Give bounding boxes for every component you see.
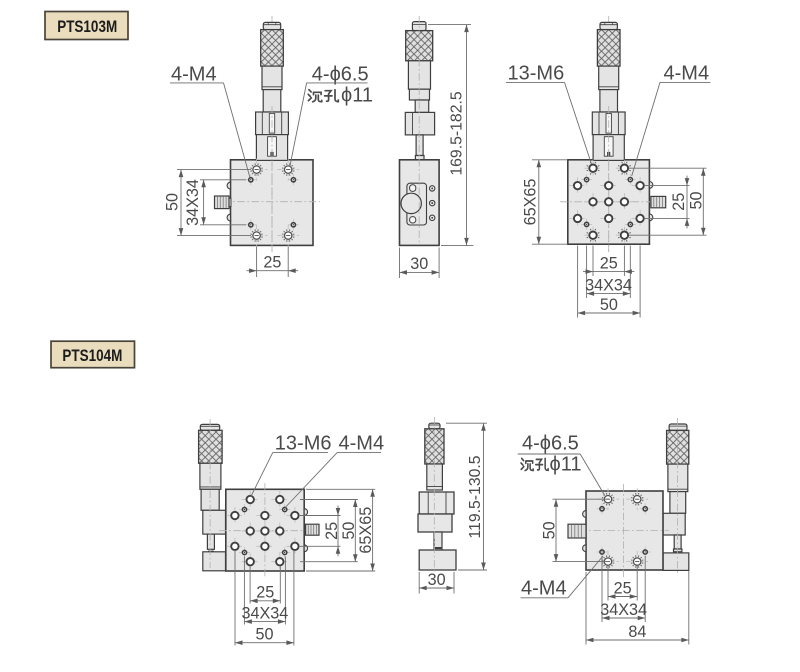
svg-text:34X34: 34X34	[600, 601, 647, 619]
svg-text:25: 25	[670, 193, 688, 211]
svg-text:30: 30	[410, 255, 428, 273]
svg-text:25: 25	[256, 584, 274, 602]
svg-text:4-M4: 4-M4	[339, 433, 385, 455]
svg-text:13-M6: 13-M6	[275, 433, 332, 455]
svg-text:PTS104M: PTS104M	[62, 347, 122, 365]
svg-text:4-ϕ6.5: 4-ϕ6.5	[522, 433, 579, 455]
svg-text:25: 25	[323, 522, 341, 540]
svg-text:25: 25	[614, 579, 632, 597]
svg-text:50: 50	[163, 193, 181, 211]
svg-text:4-M4: 4-M4	[664, 63, 710, 85]
svg-text:4-M4: 4-M4	[521, 578, 567, 600]
svg-text:50: 50	[600, 296, 618, 314]
svg-text:ϕ11: ϕ11	[341, 85, 373, 107]
svg-text:34X34: 34X34	[184, 179, 202, 226]
svg-text:169.5-182.5: 169.5-182.5	[449, 91, 466, 176]
svg-text:65X65: 65X65	[357, 507, 375, 554]
svg-text:84: 84	[628, 623, 646, 641]
svg-text:119.5-130.5: 119.5-130.5	[467, 455, 484, 538]
svg-text:4-ϕ6.5: 4-ϕ6.5	[312, 64, 369, 86]
svg-text:65X65: 65X65	[522, 179, 540, 226]
svg-text:25: 25	[263, 254, 281, 272]
svg-text:50: 50	[340, 522, 358, 540]
svg-text:50: 50	[540, 521, 558, 539]
svg-text:34X34: 34X34	[585, 276, 632, 294]
svg-text:34X34: 34X34	[241, 604, 288, 622]
svg-text:ϕ11: ϕ11	[550, 453, 582, 475]
svg-text:25: 25	[600, 254, 618, 272]
svg-text:30: 30	[428, 571, 446, 589]
svg-text:50: 50	[255, 626, 273, 644]
svg-text:PTS103M: PTS103M	[57, 18, 117, 36]
svg-text:4-M4: 4-M4	[171, 64, 217, 86]
svg-text:50: 50	[688, 191, 706, 209]
svg-text:13-M6: 13-M6	[508, 63, 565, 85]
